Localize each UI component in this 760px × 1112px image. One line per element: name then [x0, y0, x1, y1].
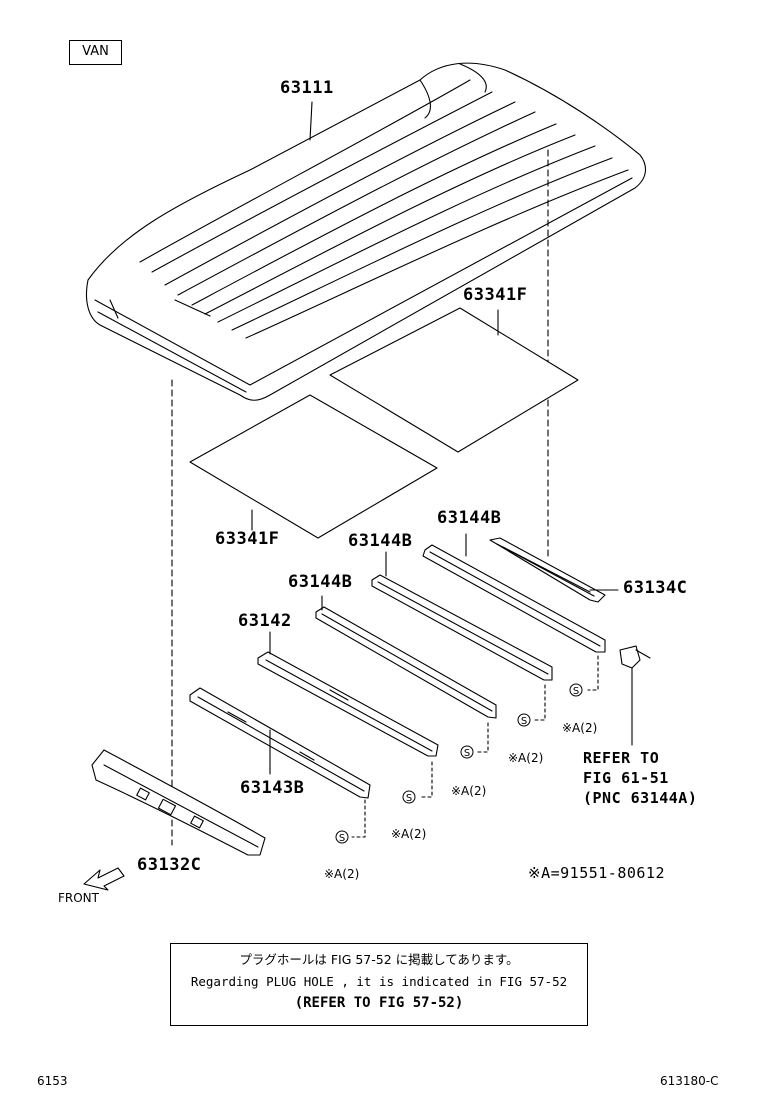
legend-a: ※A=91551-80612	[528, 864, 665, 882]
screw-icon: S	[569, 683, 583, 697]
refer-line-3: (PNC 63144A)	[583, 789, 698, 807]
leader-63111	[309, 101, 313, 141]
part-number-63144B-2[interactable]: 63144B	[348, 531, 413, 551]
clip-icon	[619, 645, 651, 746]
svg-text:S: S	[464, 748, 470, 759]
refer-line-2[interactable]: FIG 61-51	[583, 769, 669, 787]
svg-text:S: S	[406, 793, 412, 804]
silencer-sheet-upper	[329, 307, 579, 453]
part-number-63144B-1[interactable]: 63144B	[288, 572, 353, 592]
svg-text:S: S	[521, 716, 527, 727]
roof-bow-63144B-3	[422, 533, 606, 653]
part-number-63144B-3[interactable]: 63144B	[437, 508, 502, 528]
part-number-63134C[interactable]: 63134C	[623, 578, 688, 598]
screw-icon: S	[402, 790, 416, 804]
plug-hole-note: プラグホールは FIG 57-52 に掲載してあります。 Regarding P…	[170, 943, 588, 1026]
roof-bow-63143B	[189, 687, 371, 799]
part-number-63142[interactable]: 63142	[238, 611, 292, 631]
quantity-label: ※A(2)	[562, 721, 598, 735]
front-arrow-icon	[83, 867, 125, 891]
front-label: FRONT	[58, 891, 99, 905]
note-refer-link[interactable]: (REFER TO FIG 57-52)	[294, 995, 464, 1011]
part-number-63111[interactable]: 63111	[280, 78, 334, 98]
quantity-label: ※A(2)	[391, 827, 427, 841]
svg-text:S: S	[573, 686, 579, 697]
roof-panel-63111	[85, 62, 646, 401]
screw-icon: S	[460, 745, 474, 759]
quantity-label: ※A(2)	[508, 751, 544, 765]
silencer-sheet-lower	[189, 394, 438, 539]
svg-text:S: S	[339, 833, 345, 844]
part-number-63132C[interactable]: 63132C	[137, 855, 202, 875]
part-number-63341F-lower[interactable]: 63341F	[215, 529, 280, 549]
roof-bow-63144B-1	[315, 595, 497, 719]
roof-bow-63134C	[489, 537, 619, 603]
part-number-63143B[interactable]: 63143B	[240, 778, 305, 798]
screw-icon: S	[517, 713, 531, 727]
note-japanese: プラグホールは FIG 57-52 に掲載してあります。	[239, 952, 519, 967]
quantity-label: ※A(2)	[324, 867, 360, 881]
footer-page-code: 6153	[37, 1074, 68, 1088]
roof-bow-63144B-2	[371, 551, 553, 681]
roof-bow-63142	[257, 631, 439, 757]
refer-line-1: REFER TO	[583, 749, 660, 767]
screw-icon: S	[335, 830, 349, 844]
screw-leaders	[351, 655, 599, 838]
footer-figure-code: 613180-C	[660, 1074, 719, 1088]
part-number-63341F-upper[interactable]: 63341F	[463, 285, 528, 305]
roof-header-63132C	[91, 749, 266, 856]
quantity-label: ※A(2)	[451, 784, 487, 798]
note-english: Regarding PLUG HOLE , it is indicated in…	[190, 973, 568, 989]
model-tag-van: VAN	[69, 40, 122, 65]
